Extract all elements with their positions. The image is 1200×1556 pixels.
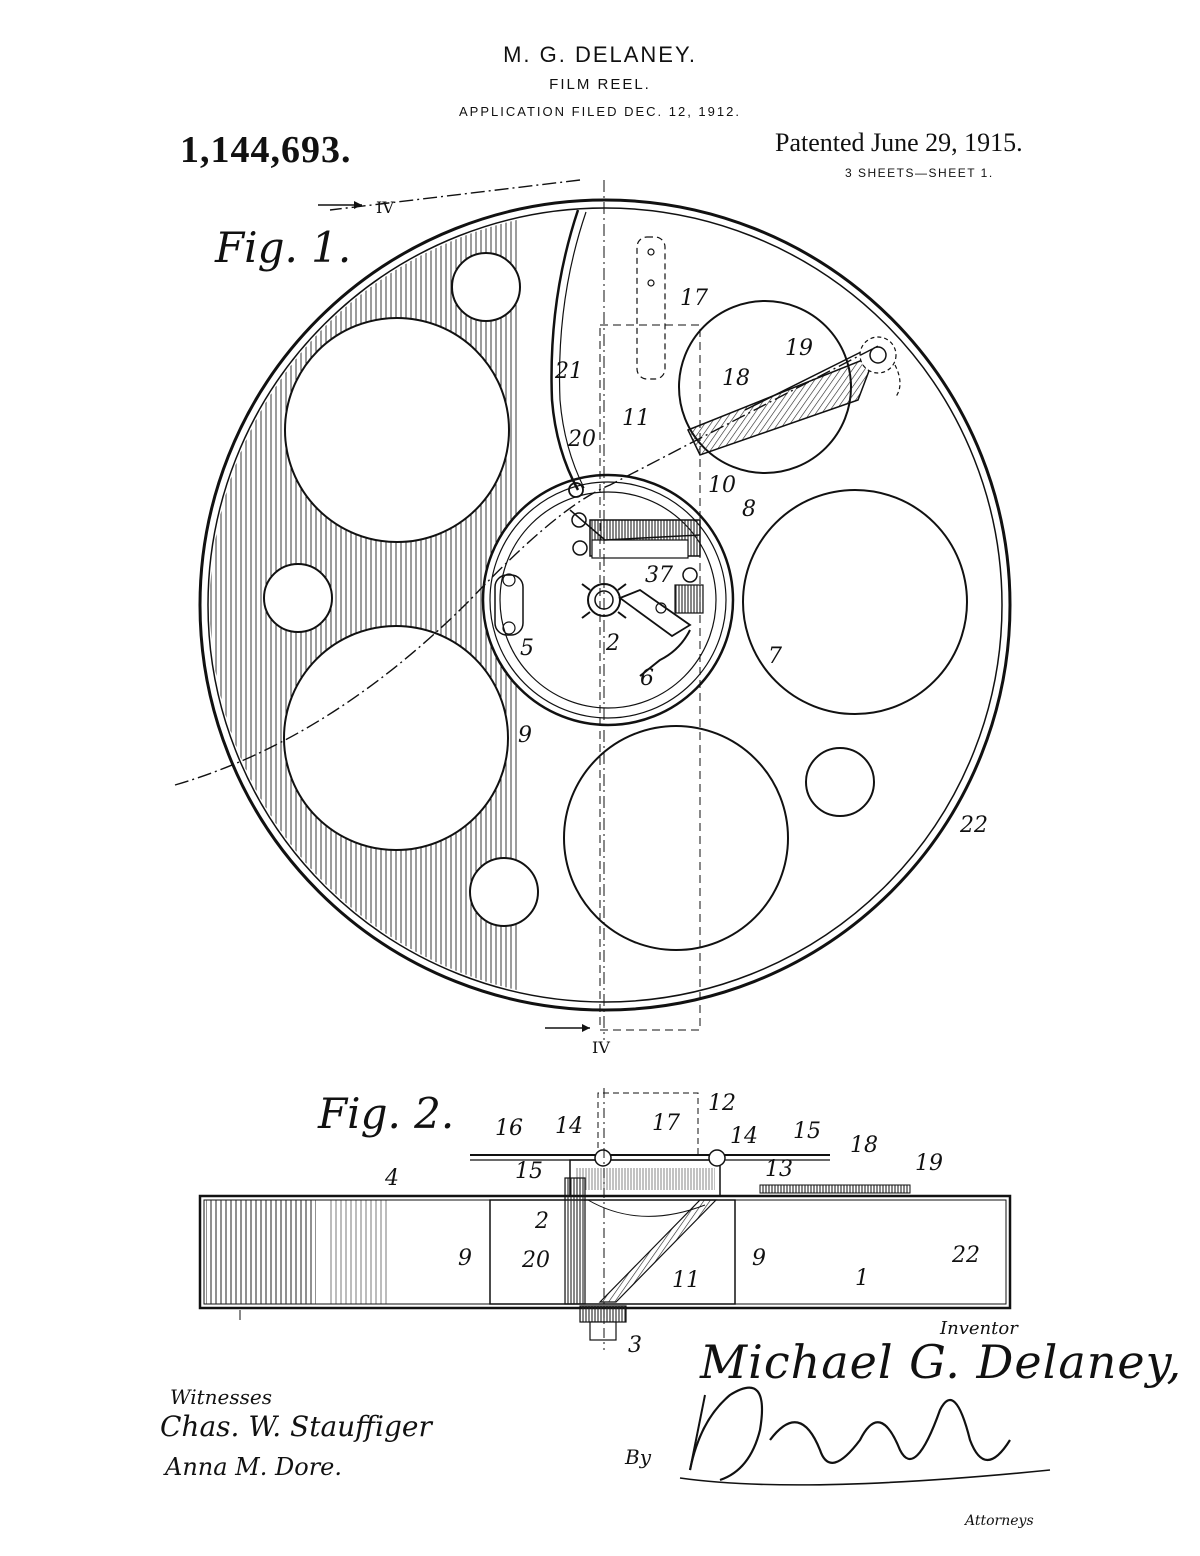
fig1-ref-8: 8: [742, 497, 756, 522]
fig2-ref-15: 15: [515, 1159, 543, 1184]
fig1-ref-6: 6: [640, 666, 654, 691]
fig1-ref-7: 7: [768, 644, 782, 669]
fig2-ref-1: 1: [855, 1266, 869, 1291]
fig1-ref-21: 21: [554, 359, 583, 384]
fig2-ref-16: 16: [495, 1116, 523, 1141]
fig1-ref-37: 37: [645, 563, 673, 588]
fig2-ref-14: 14: [730, 1124, 758, 1149]
figure-2-title: Fig. 2.: [317, 1089, 454, 1138]
header-application: APPLICATION FILED DEC. 12, 1912.: [459, 104, 741, 119]
fig2-ref-22: 22: [951, 1243, 980, 1268]
fig2-ref-15: 15: [793, 1119, 821, 1144]
section-mark-top: IV: [376, 198, 394, 217]
figure-1-labels: 17 19 18 21 11 20 108 37 5 2 7 6 9 22: [518, 286, 988, 838]
by-label: By: [625, 1445, 651, 1469]
attorney-signature: [679, 1386, 1051, 1486]
fig1-ref-9: 9: [518, 723, 532, 748]
inventor-label: Inventor: [940, 1318, 1018, 1339]
fig1-ref-22: 22: [959, 813, 988, 838]
fig2-ref-3: 3: [628, 1333, 642, 1358]
fig1-ref-20: 20: [567, 427, 596, 452]
fig2-ref-19: 19: [915, 1151, 943, 1176]
fig2-ref-17: 17: [652, 1111, 680, 1136]
fig2-ref-2: 2: [534, 1209, 549, 1234]
fig2-ref-9: 9: [458, 1246, 472, 1271]
figure-1-reel: [174, 179, 1012, 1040]
fig2-ref-13: 13: [765, 1157, 793, 1182]
figure-2-section: [198, 1088, 1012, 1350]
witness-signature-2: Anna M. Dore.: [165, 1453, 343, 1481]
header-inventor: M. G. DELANEY.: [503, 42, 697, 67]
fig2-ref-11: 11: [672, 1268, 700, 1293]
fig1-ref-17: 17: [680, 286, 708, 311]
fig1-ref-2: 2: [605, 631, 620, 656]
fig1-ref-18: 18: [722, 366, 750, 391]
attorneys-label: Attorneys: [965, 1513, 1034, 1529]
header-title: FILM REEL.: [549, 76, 651, 93]
fig2-ref-14: 14: [555, 1114, 583, 1139]
fig1-ref-10: 10: [708, 473, 736, 498]
fig1-ref-5: 5: [520, 636, 534, 661]
patented-date: Patented June 29, 1915.: [775, 128, 1023, 157]
figure-1-title: Fig. 1.: [214, 223, 351, 272]
fig2-ref-18: 18: [850, 1133, 878, 1158]
witnesses-label: Witnesses: [170, 1385, 272, 1409]
fig2-ref-9: 9: [752, 1246, 766, 1271]
fig2-ref-4: 4: [384, 1166, 399, 1191]
fig2-ref-12: 12: [708, 1091, 736, 1116]
fig1-ref-19: 19: [785, 336, 813, 361]
sheets-note: 3 SHEETS—SHEET 1.: [845, 166, 994, 180]
inventor-signature: Michael G. Delaney,: [700, 1335, 1183, 1389]
section-mark-bottom: IV: [592, 1038, 610, 1057]
fig1-ref-11: 11: [622, 406, 650, 431]
patent-number: 1,144,693.: [180, 129, 352, 171]
witness-signature-1: Chas. W. Stauffiger: [160, 1410, 432, 1443]
fig2-ref-20: 20: [521, 1248, 550, 1273]
